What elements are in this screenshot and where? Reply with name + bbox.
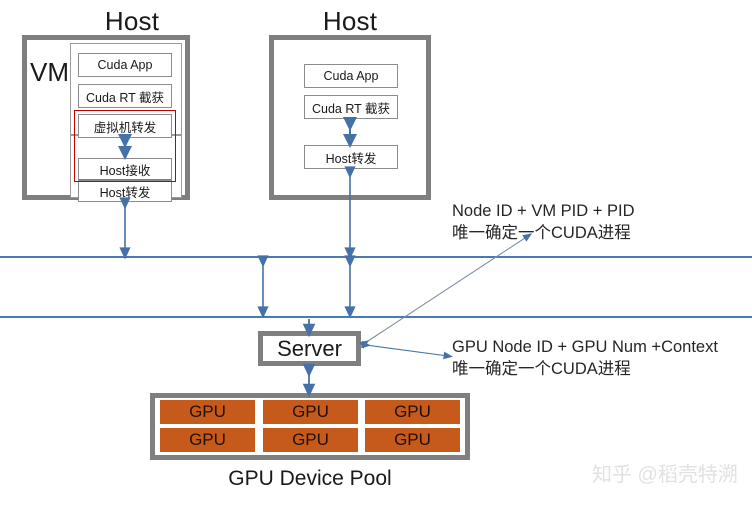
annotation-2-line-2: 唯一确定一个CUDA进程 <box>452 360 631 378</box>
right-host-title: Host <box>322 6 378 36</box>
gpu-cell-1: GPU <box>160 400 255 424</box>
gpu-cell-2: GPU <box>263 400 358 424</box>
left-block-cuda-rt: Cuda RT 截获 <box>78 84 172 108</box>
gpu-cell-3: GPU <box>365 400 460 424</box>
gpu-cell-4: GPU <box>160 428 255 452</box>
annotation-1-line-1: Node ID + VM PID + PID <box>452 202 635 220</box>
vm-label: VM <box>30 57 69 87</box>
gpu-pool-caption: GPU Device Pool <box>228 467 392 490</box>
left-host-title: Host <box>104 6 160 36</box>
right-block-cuda-app: Cuda App <box>304 64 398 88</box>
annotation-2-line-1: GPU Node ID + GPU Num +Context <box>452 338 718 356</box>
red-highlight-rect <box>74 110 176 182</box>
right-block-cuda-rt: Cuda RT 截获 <box>304 95 398 119</box>
gpu-cell-6: GPU <box>365 428 460 452</box>
network-line-bottom <box>0 316 752 318</box>
network-line-top <box>0 256 752 258</box>
leader-annotation-1 <box>359 233 533 349</box>
leader-annotation-2 <box>361 340 453 360</box>
left-block-cuda-app: Cuda App <box>78 53 172 77</box>
right-block-host-forward: Host转发 <box>304 145 398 169</box>
gpu-cell-5: GPU <box>263 428 358 452</box>
server-box: Server <box>258 331 361 366</box>
watermark: 知乎 @稻壳特溯 <box>592 464 738 486</box>
annotation-1-line-2: 唯一确定一个CUDA进程 <box>452 224 631 242</box>
left-block-host-forward: Host转发 <box>78 180 172 202</box>
